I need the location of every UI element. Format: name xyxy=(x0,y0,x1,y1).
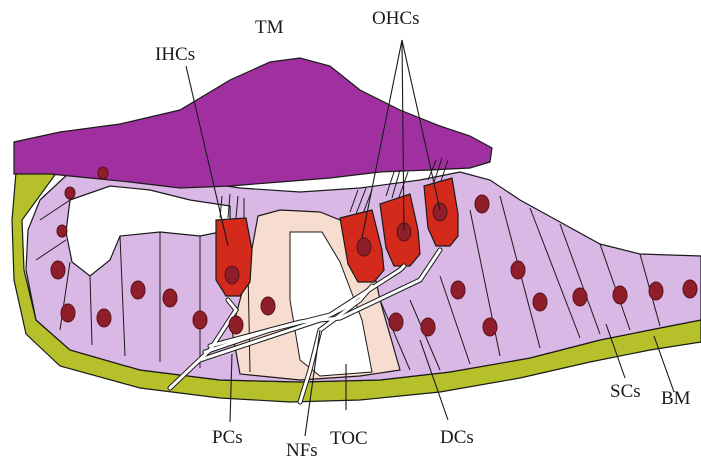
label-ohcs: OHCs xyxy=(372,8,420,29)
label-bm: BM xyxy=(661,388,691,409)
label-ihcs: IHCs xyxy=(155,44,195,65)
label-nfs: NFs xyxy=(286,440,318,460)
inner-hair-cell xyxy=(216,218,252,296)
label-tm: TM xyxy=(255,17,284,38)
label-dcs: DCs xyxy=(440,427,474,448)
label-toc: TOC xyxy=(330,428,368,449)
label-scs: SCs xyxy=(610,381,641,402)
label-pcs: PCs xyxy=(212,427,243,448)
